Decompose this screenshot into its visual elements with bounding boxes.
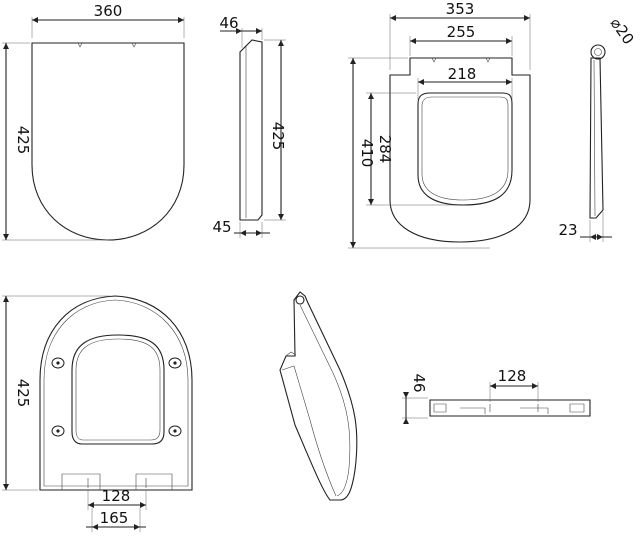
dim-underside-height-425: 425 bbox=[14, 379, 32, 408]
perspective-view bbox=[279, 291, 358, 501]
dim-opening-284: 284 bbox=[376, 135, 394, 164]
hinge-notches bbox=[77, 42, 137, 48]
hinge-detail-outline bbox=[429, 399, 591, 417]
dim-diameter-20: ⌀20 bbox=[607, 14, 638, 47]
seat-opening bbox=[417, 92, 513, 206]
hinge-detail-view: 128 46 bbox=[402, 367, 591, 424]
seat-outline bbox=[389, 57, 531, 243]
perspective-outline bbox=[279, 291, 358, 501]
top-view: 360 425 bbox=[2, 2, 185, 241]
side-profile bbox=[239, 39, 263, 221]
dim-side-height-425: 425 bbox=[269, 122, 287, 151]
dim-thickness-45: 45 bbox=[212, 218, 231, 236]
open-seat-view: 353 255 218 284 410 bbox=[348, 0, 531, 249]
dim-hinge-outer-165: 165 bbox=[100, 509, 129, 527]
profile-outline bbox=[589, 57, 604, 219]
bumper-icons bbox=[51, 357, 182, 437]
lid-outline bbox=[31, 42, 185, 241]
underside-view: 425 128 165 bbox=[2, 295, 193, 532]
dim-hinge-spacing-128: 128 bbox=[102, 487, 131, 505]
dim-height-410: 410 bbox=[358, 139, 376, 168]
underside-outline bbox=[39, 295, 193, 491]
dim-overall-353: 353 bbox=[446, 0, 475, 18]
perspective-hinge bbox=[295, 295, 305, 305]
dim-thickness-23: 23 bbox=[558, 221, 577, 239]
dim-detail-height-46: 46 bbox=[410, 373, 428, 392]
dim-opening-218: 218 bbox=[448, 65, 477, 83]
hinge-brackets bbox=[61, 473, 173, 490]
dim-hinge-255: 255 bbox=[447, 23, 476, 41]
dim-detail-spacing-128: 128 bbox=[498, 367, 527, 385]
dim-height-425: 425 bbox=[14, 126, 32, 155]
seat-opening-underside bbox=[71, 334, 165, 445]
dim-thickness-46: 46 bbox=[219, 14, 238, 32]
hinge-pivot bbox=[590, 44, 606, 60]
profile-view: ⌀20 23 bbox=[558, 14, 638, 242]
dim-width-360: 360 bbox=[94, 2, 123, 20]
side-view: 46 425 45 bbox=[212, 14, 287, 238]
